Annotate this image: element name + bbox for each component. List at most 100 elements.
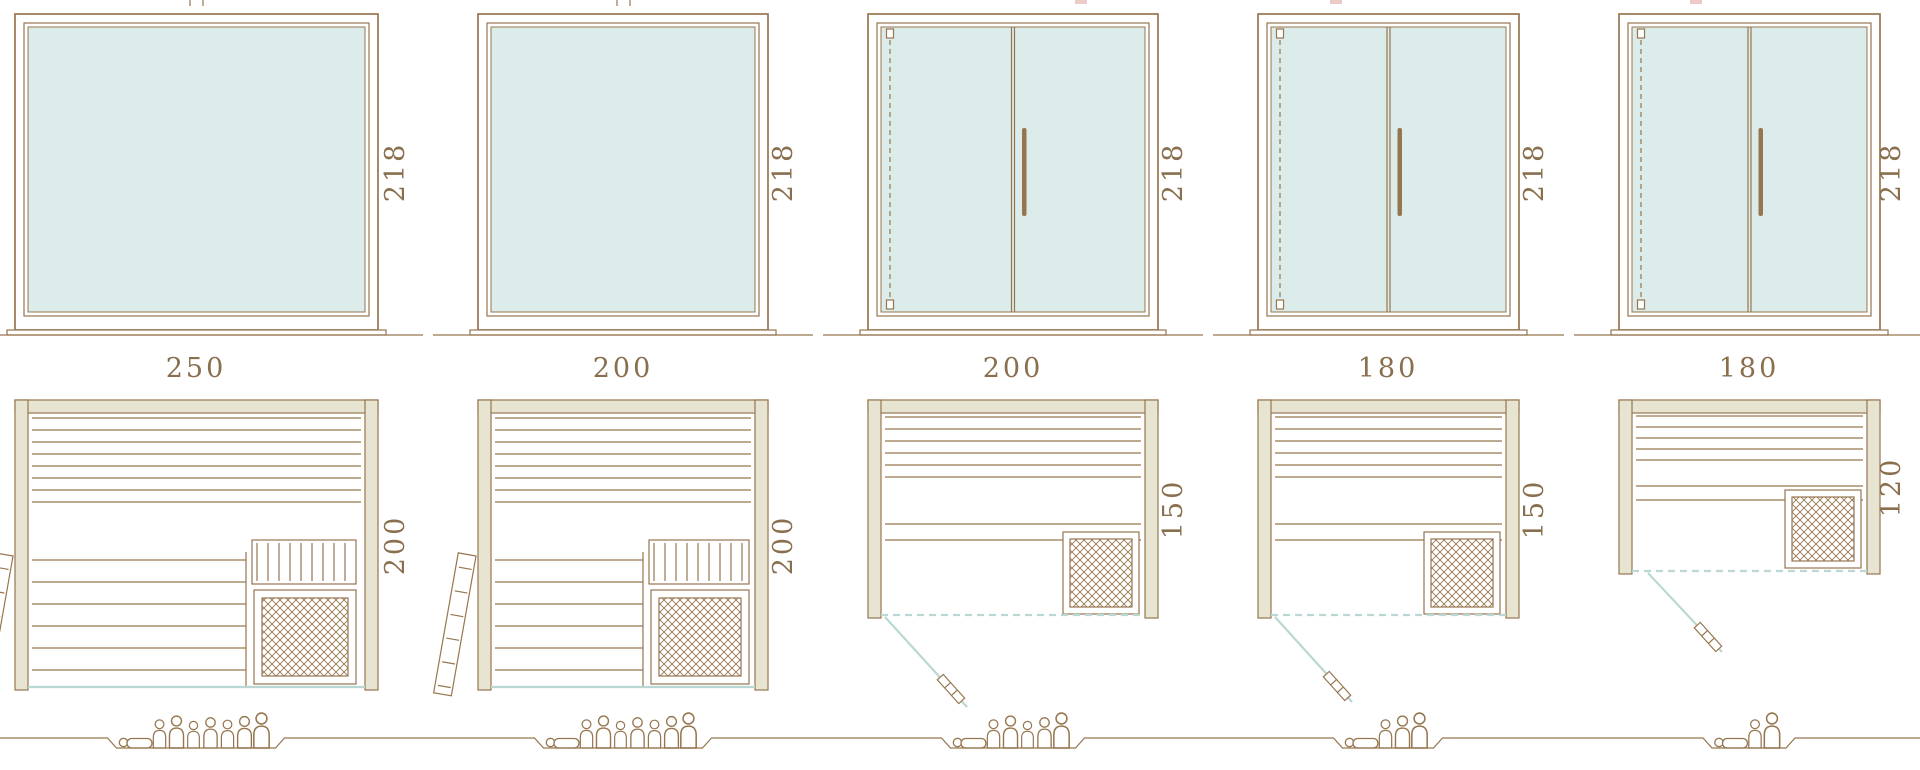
glass-panel <box>27 26 366 313</box>
crop-mark <box>1690 0 1702 4</box>
wall-right <box>754 399 769 691</box>
model-4: 180 218 150 <box>1213 0 1564 749</box>
door-handle <box>1758 128 1763 216</box>
wall-left <box>1618 399 1633 575</box>
lower-bench-slats <box>32 559 246 671</box>
crop-mark <box>1330 0 1342 4</box>
heater-grid <box>1430 538 1494 608</box>
sill <box>1610 329 1889 336</box>
depth-dimension: 200 <box>768 515 799 576</box>
person-standing-icon <box>203 717 218 749</box>
depth-dimension: 150 <box>1158 479 1189 540</box>
person-standing-icon <box>220 719 235 749</box>
wall-left <box>867 399 882 619</box>
frame-inner <box>1627 22 1872 317</box>
glass-panel <box>490 26 756 313</box>
sill <box>859 329 1167 336</box>
frame-inner <box>486 22 760 317</box>
wall-right <box>364 399 379 691</box>
crop-mark <box>1075 0 1087 4</box>
person-standing-icon <box>1394 715 1411 749</box>
person-standing-icon <box>1411 712 1428 749</box>
depth-dimension: 200 <box>380 515 411 576</box>
pivot-top <box>1636 28 1646 39</box>
model-1: 250 218 200 <box>0 0 423 749</box>
person-standing-icon <box>647 719 662 749</box>
person-standing-icon <box>614 720 627 749</box>
model-3-front-elevation: 200 218 <box>823 0 1203 384</box>
model-2: 200 218 200 <box>432 0 813 749</box>
frame-inner <box>1266 22 1511 317</box>
pivot-bottom <box>1275 299 1285 310</box>
model-3-floor-plan: 150 <box>867 399 1189 708</box>
person-standing-icon <box>1037 717 1052 749</box>
pivot-bottom <box>1636 299 1646 310</box>
person-standing-icon <box>1748 719 1762 749</box>
wall-top <box>867 399 1159 414</box>
model-2-floor-plan: 200 <box>432 399 799 697</box>
wall-top <box>1618 399 1881 414</box>
person-standing-icon <box>1021 720 1034 749</box>
door-handle <box>1022 128 1027 216</box>
model-4-front-elevation: 180 218 <box>1213 0 1564 384</box>
wall-left <box>1257 399 1272 619</box>
person-standing-icon <box>630 717 645 749</box>
person-reclining-icon <box>545 737 580 749</box>
frame-inner <box>876 22 1150 317</box>
person-standing-icon <box>253 712 270 749</box>
person-standing-icon <box>168 715 185 749</box>
wall-left <box>14 399 29 691</box>
person-reclining-icon <box>118 737 153 749</box>
pivot-top <box>1275 28 1285 39</box>
person-standing-icon <box>1763 712 1781 749</box>
bench-end-slats <box>256 543 346 581</box>
model-1-front-elevation: 250 218 <box>0 0 423 384</box>
wall-top <box>14 399 379 414</box>
door-leaf <box>432 552 477 697</box>
person-standing-icon <box>595 715 612 749</box>
bench-end <box>648 539 750 585</box>
door-leaf-slats <box>437 566 472 689</box>
person-standing-icon <box>187 720 200 749</box>
door-leaf-slats <box>0 566 9 618</box>
upper-bench-slats <box>1275 416 1502 478</box>
pivot-bottom <box>885 299 895 310</box>
door-open <box>1322 670 1352 702</box>
model-1-floor-plan: 200 <box>0 399 411 697</box>
door-open <box>936 673 966 705</box>
capacity-figures <box>1344 712 1428 749</box>
lower-bench-slats <box>495 559 643 671</box>
upper-bench-slats <box>1636 415 1863 461</box>
bench-end-slats <box>653 543 743 581</box>
door-leaf <box>1322 670 1352 702</box>
model-5-front-elevation: 180 218 <box>1574 0 1920 384</box>
heater-grid <box>1069 538 1133 608</box>
person-reclining-icon <box>1344 737 1379 749</box>
width-dimension: 250 <box>166 353 227 384</box>
height-dimension: 218 <box>380 142 411 203</box>
width-dimension: 200 <box>983 353 1044 384</box>
depth-dimension: 150 <box>1519 479 1550 540</box>
capacity-figures <box>1714 712 1781 749</box>
capacity-figures <box>118 712 270 749</box>
heater-grid <box>658 597 742 677</box>
model-5: 180 218 120 <box>1574 0 1920 749</box>
person-reclining-icon <box>1714 737 1749 749</box>
width-dimension: 200 <box>593 353 654 384</box>
door-leaf <box>0 552 14 697</box>
model-5-floor-plan: 120 <box>1618 399 1907 653</box>
model-2-front-elevation: 200 218 <box>433 0 813 384</box>
upper-bench-slats <box>32 417 361 503</box>
capacity-figures <box>545 712 697 749</box>
height-dimension: 218 <box>1876 142 1907 203</box>
door-leaf <box>1693 621 1723 653</box>
heater-grid <box>1791 496 1855 562</box>
door-open <box>1693 621 1723 653</box>
person-standing-icon <box>236 715 253 749</box>
person-standing-icon <box>680 712 697 749</box>
wall-top <box>477 399 769 414</box>
glass-panel <box>880 26 1146 313</box>
person-standing-icon <box>986 719 1001 749</box>
upper-bench-slats <box>495 417 751 503</box>
